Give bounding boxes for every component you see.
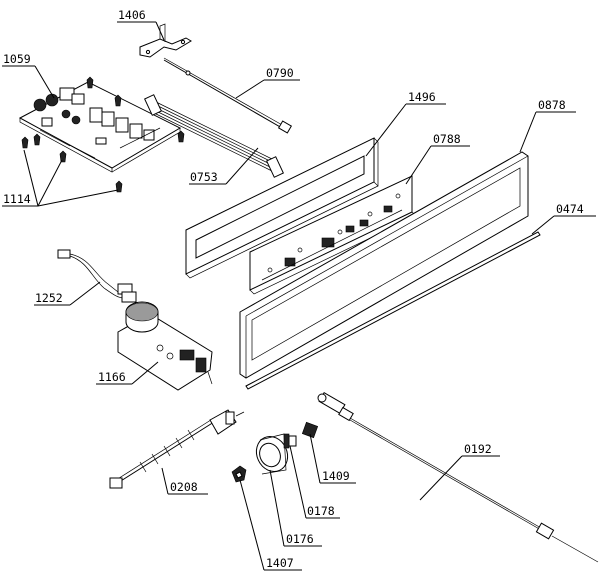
strip-0474 (245, 231, 541, 390)
bezel-ring-0176 (255, 433, 289, 475)
screw-set-1114 (21, 76, 185, 193)
label-1114: 1114 (3, 192, 31, 206)
screw-0178 (283, 433, 297, 449)
label-1496: 1496 (408, 90, 436, 104)
nut-1409 (301, 421, 319, 439)
label-0178: 0178 (307, 504, 335, 518)
part-labels: 1406 1059 0790 1496 0878 0788 0753 1114 … (3, 8, 584, 570)
label-1406: 1406 (118, 8, 146, 22)
motor-assembly-1166 (117, 301, 213, 391)
clip-1407 (231, 465, 247, 483)
circuit-board-1059 (18, 81, 182, 173)
bracket-1406 (139, 23, 192, 58)
label-0192: 0192 (464, 442, 492, 456)
label-1166: 1166 (98, 370, 126, 384)
thermostat-probe-0208 (109, 409, 245, 489)
label-1409: 1409 (322, 469, 350, 483)
leader-lines (2, 21, 596, 571)
ribbon-cable-0753 (144, 94, 284, 178)
label-1407: 1407 (266, 556, 294, 570)
wire-harness-1252 (57, 249, 137, 303)
label-0753: 0753 (190, 170, 218, 184)
capillary-sensor-0192 (317, 391, 599, 563)
label-0878: 0878 (538, 98, 566, 112)
front-panel-0878 (239, 151, 529, 379)
frame-1496 (185, 137, 379, 279)
rod-0790 (163, 57, 293, 134)
label-0474: 0474 (556, 202, 584, 216)
label-0790: 0790 (266, 66, 294, 80)
label-0176: 0176 (286, 532, 314, 546)
label-1059: 1059 (3, 52, 31, 66)
label-1252: 1252 (35, 291, 63, 305)
label-0788: 0788 (433, 132, 461, 146)
label-0208: 0208 (170, 480, 198, 494)
